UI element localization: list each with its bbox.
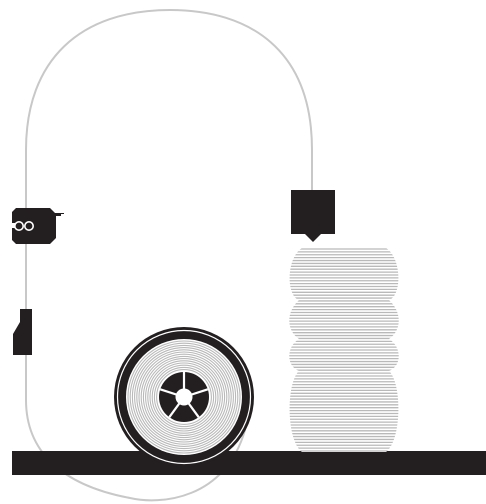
spool-winding — [147, 360, 221, 434]
spool-winding — [136, 349, 232, 445]
filament-path — [25, 8, 313, 502]
spool-axle — [175, 388, 193, 406]
spool-filament-windings — [127, 340, 241, 454]
spool-winding — [140, 353, 228, 441]
spool-winding — [129, 342, 239, 452]
drive-gear-icon — [14, 221, 24, 232]
filament-sensor — [13, 309, 32, 355]
print-head — [291, 190, 335, 242]
extruder-drive — [12, 208, 64, 244]
spool-winding — [149, 362, 219, 432]
spool-winding — [138, 351, 230, 443]
spool-winding — [142, 355, 226, 439]
spool-winding — [145, 358, 223, 436]
spool-winding — [156, 369, 212, 425]
spool-winding — [153, 366, 215, 428]
nozzle-icon — [305, 234, 321, 242]
idler-gear-icon — [23, 221, 34, 232]
spool-winding — [131, 344, 237, 450]
spool-winding — [134, 347, 234, 447]
print-layers — [289, 248, 399, 452]
filament-spool — [114, 327, 254, 467]
spool-winding — [151, 364, 217, 430]
printed-object — [289, 248, 399, 452]
spool-winding — [127, 340, 241, 454]
build-plate — [12, 451, 486, 475]
